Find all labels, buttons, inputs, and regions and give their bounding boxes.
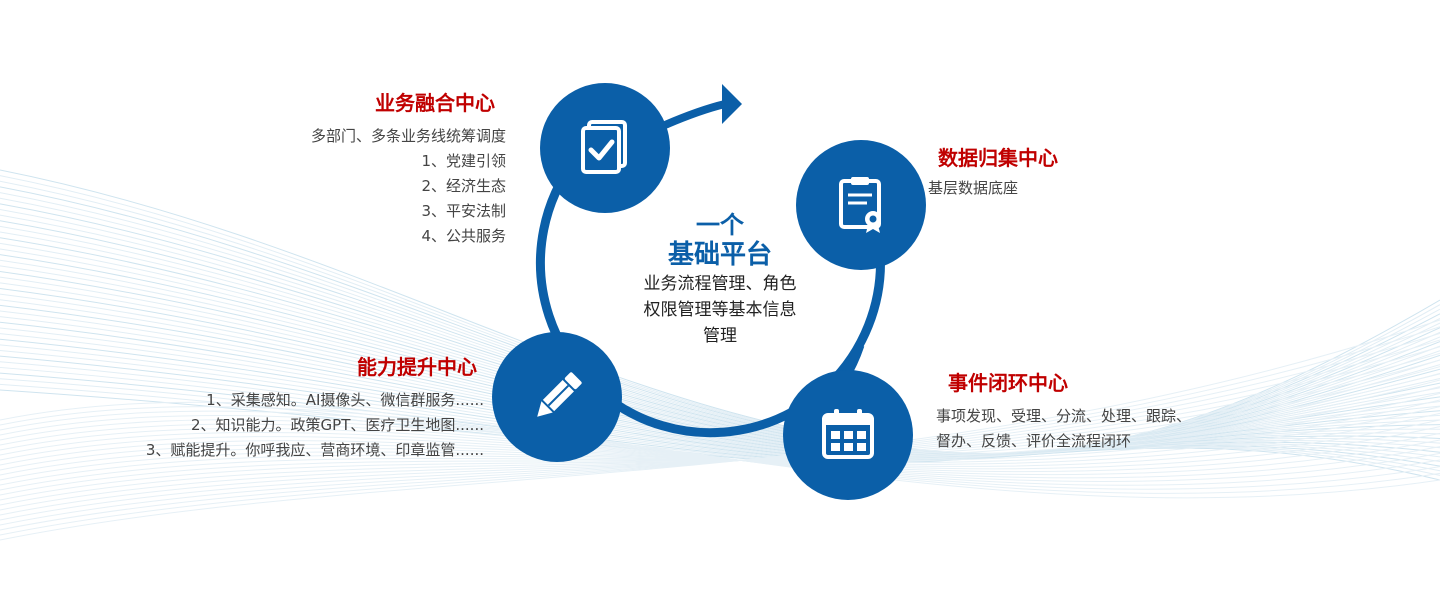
center-desc-1: 业务流程管理、角色 bbox=[643, 274, 797, 294]
wave-line bbox=[0, 379, 1440, 496]
wave-line bbox=[0, 427, 1440, 476]
wave-line bbox=[0, 327, 1440, 460]
ability-title: 能力提升中心 bbox=[357, 355, 477, 379]
wave-line bbox=[0, 319, 1440, 541]
wave-line bbox=[0, 265, 1440, 457]
event-node bbox=[783, 370, 913, 500]
data-center-title: 数据归集中心 bbox=[938, 146, 1058, 170]
wave-line bbox=[0, 169, 1440, 454]
arrow-icon bbox=[722, 84, 742, 124]
wave-line bbox=[0, 431, 1440, 473]
wave-line bbox=[0, 346, 1440, 521]
wave-line bbox=[0, 299, 1440, 458]
center-desc-3: 管理 bbox=[703, 326, 737, 346]
wave-line bbox=[0, 386, 1440, 491]
wave-line bbox=[0, 372, 1440, 501]
business-title: 业务融合中心 bbox=[375, 91, 495, 115]
data-center-text: 基层数据底座 bbox=[928, 179, 1019, 197]
wave-line bbox=[0, 254, 1440, 456]
business-line: 多部门、多条业务线统筹调度 bbox=[310, 127, 506, 145]
center-title-line2: 基础平台 bbox=[667, 240, 772, 270]
wave-line bbox=[0, 406, 1440, 494]
wave-line bbox=[0, 401, 1440, 499]
wave-line bbox=[0, 339, 1440, 526]
wave-line bbox=[0, 304, 1440, 458]
event-line: 事项发现、受理、分流、处理、跟踪、 bbox=[936, 407, 1192, 425]
wave-line bbox=[0, 399, 1440, 481]
business-line: 3、平安法制 bbox=[421, 202, 506, 220]
pencil-icon bbox=[537, 372, 582, 417]
wave-line bbox=[0, 344, 1440, 461]
business-line: 4、公共服务 bbox=[421, 227, 506, 245]
document-check-icon bbox=[581, 120, 627, 174]
wave-line bbox=[0, 271, 1440, 457]
ability-node bbox=[492, 332, 622, 462]
wave-line bbox=[0, 361, 1440, 462]
business-text: 多部门、多条业务线统筹调度 1、党建引领 2、经济生态 3、平安法制 4、公共服… bbox=[200, 124, 506, 249]
certificate-icon bbox=[839, 177, 881, 233]
wave-line bbox=[0, 426, 1440, 470]
wave-line bbox=[0, 414, 1440, 486]
business-node bbox=[540, 83, 670, 213]
ability-line: 3、赋能提升。你呼我应、营商环境、印章监管...... bbox=[145, 441, 484, 459]
wave-line bbox=[0, 332, 1440, 531]
business-line: 1、党建引领 bbox=[421, 152, 506, 170]
wave-line bbox=[0, 352, 1440, 516]
wave-line bbox=[0, 372, 1440, 467]
wave-line bbox=[0, 338, 1440, 460]
center-desc-2: 权限管理等基本信息 bbox=[643, 300, 797, 320]
wave-line bbox=[0, 242, 1440, 456]
business-line: 2、经济生态 bbox=[421, 177, 506, 195]
wave-line bbox=[0, 412, 1440, 471]
ability-line: 1、采集感知。AI摄像头、微信群服务...... bbox=[206, 391, 484, 409]
wave-line bbox=[0, 366, 1440, 463]
wave-line bbox=[0, 293, 1440, 458]
wave-line bbox=[0, 419, 1440, 467]
wave-line bbox=[0, 423, 1440, 479]
wave-line bbox=[0, 406, 1440, 476]
wave-line bbox=[0, 410, 1440, 490]
wave-line bbox=[0, 231, 1440, 456]
wave-line bbox=[0, 419, 1440, 482]
data-node bbox=[796, 140, 926, 270]
event-text: 事项发现、受理、分流、处理、跟踪、 督办、反馈、评价全流程闭环 bbox=[936, 404, 1256, 454]
wave-line bbox=[0, 333, 1440, 460]
wave-line bbox=[0, 366, 1440, 506]
center-title-line1: 一个 bbox=[696, 211, 744, 239]
wave-line bbox=[0, 276, 1440, 457]
wave-line bbox=[0, 259, 1440, 457]
event-title: 事件闭环中心 bbox=[948, 371, 1068, 395]
wave-line bbox=[0, 392, 1440, 486]
wave-line bbox=[0, 326, 1440, 536]
wave-line bbox=[0, 237, 1440, 456]
ability-text: 1、采集感知。AI摄像头、微信群服务...... 2、知识能力。政策GPT、医疗… bbox=[60, 388, 484, 463]
event-line: 督办、反馈、评价全流程闭环 bbox=[936, 432, 1132, 450]
ability-line: 2、知识能力。政策GPT、医疗卫生地图...... bbox=[191, 416, 484, 434]
wave-line bbox=[0, 359, 1440, 511]
wave-line bbox=[0, 310, 1440, 459]
calendar-icon bbox=[822, 409, 874, 459]
center-platform: 一个 基础平台 业务流程管理、角色 权限管理等基本信息 管理 bbox=[600, 210, 840, 348]
